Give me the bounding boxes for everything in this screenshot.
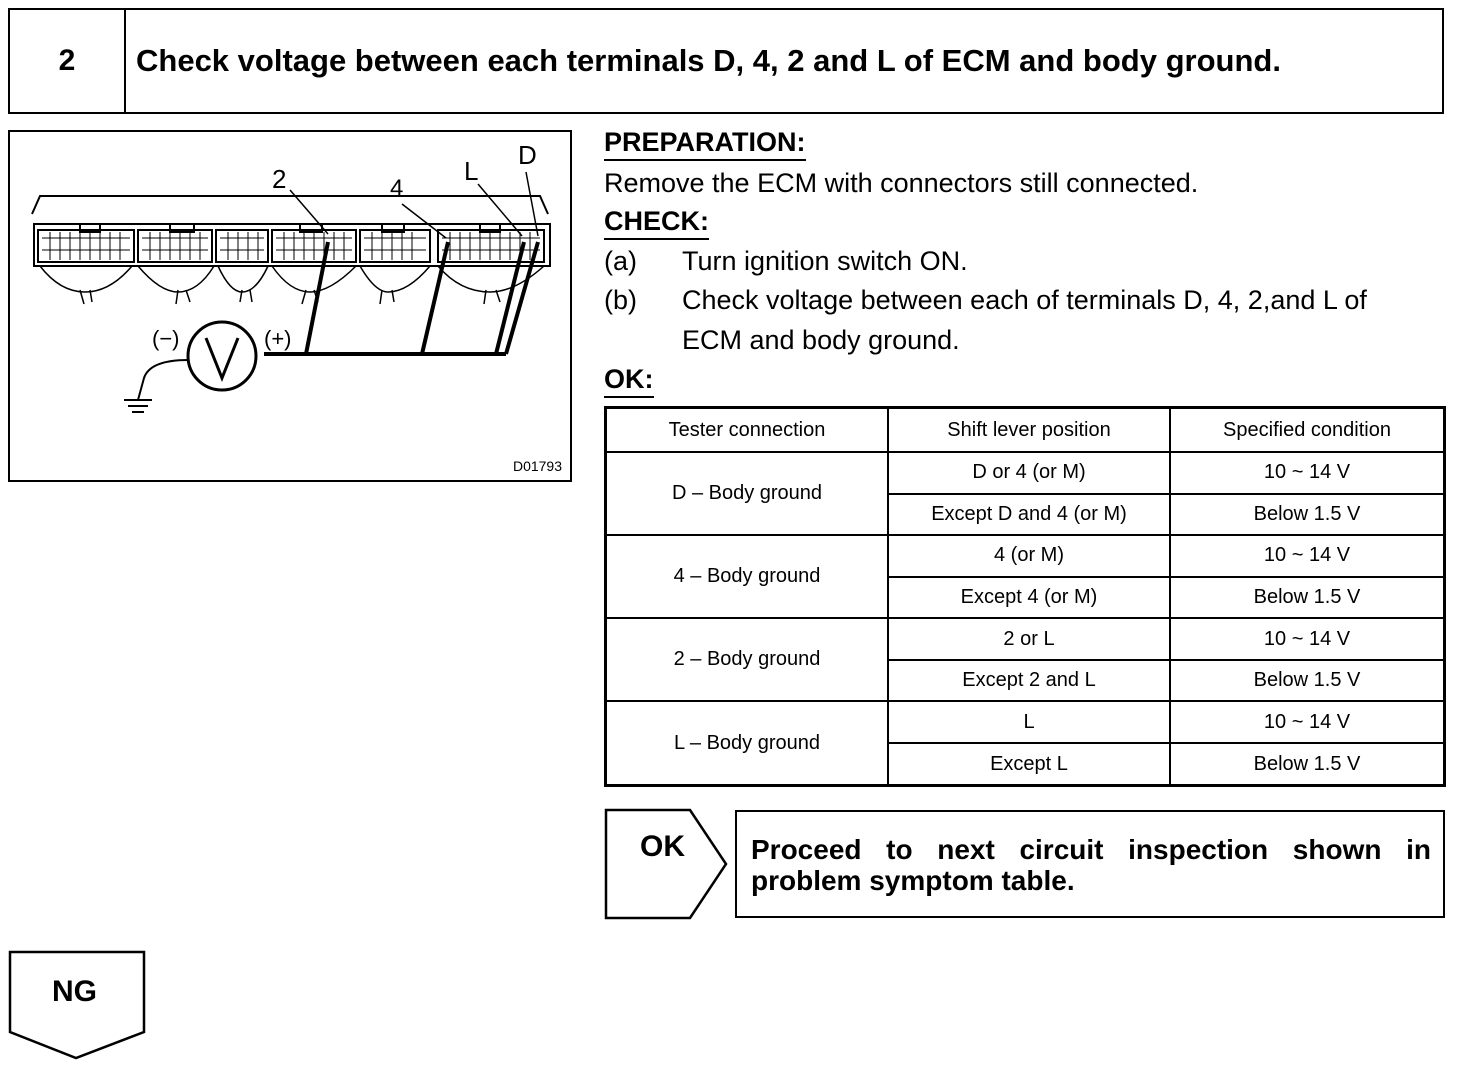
check-step-text: Check voltage between each of terminals … <box>682 285 1367 315</box>
terminal-label-4: 4 <box>390 175 403 202</box>
check-step-marker: (a) <box>604 246 637 276</box>
condition-cell: 10 ~ 14 V <box>1169 700 1446 745</box>
condition-cell: Below 1.5 V <box>1169 575 1446 620</box>
shift-position-cell: Except D and 4 (or M) <box>887 492 1171 537</box>
ng-label: NG <box>52 975 97 1008</box>
condition-cell: Below 1.5 V <box>1169 492 1446 537</box>
shift-position-cell: Except L <box>887 742 1171 787</box>
check-step-text: Turn ignition switch ON. <box>682 246 968 276</box>
table-row: Except L Below 1.5 V <box>606 742 1446 787</box>
table-row: D – Body ground D or 4 (or M) 10 ~ 14 V <box>604 450 1446 537</box>
column-header: Specified condition <box>1169 406 1446 453</box>
ng-arrow-tag <box>8 950 146 1060</box>
condition-cell: 10 ~ 14 V <box>1169 451 1446 495</box>
ok-heading: OK: <box>604 364 654 398</box>
shift-position-cell: D or 4 (or M) <box>887 451 1171 495</box>
terminal-label-2: 2 <box>272 164 286 194</box>
tester-connection-cell: D – Body ground <box>604 450 889 537</box>
condition-cell: Below 1.5 V <box>1169 742 1446 787</box>
shift-position-cell: L <box>887 700 1171 745</box>
table-header-row: Tester connection Shift lever position S… <box>604 406 1446 453</box>
preparation-heading: PREPARATION: <box>604 127 806 161</box>
shift-position-cell: Except 4 (or M) <box>887 575 1171 620</box>
tester-connection-cell: 4 – Body ground <box>604 534 889 620</box>
table-row: Except 2 and L Below 1.5 V <box>606 658 1446 703</box>
step-header: 2 Check voltage between each terminals D… <box>8 8 1444 114</box>
ecm-connector-illustration: 2 4 L D (−) (+) <box>31 140 551 413</box>
terminal-label-l: L <box>464 156 478 186</box>
condition-cell: 10 ~ 14 V <box>1169 534 1446 578</box>
shift-position-cell: 2 or L <box>887 617 1171 661</box>
step-number: 2 <box>10 10 126 112</box>
shift-position-cell: Except 2 and L <box>887 658 1171 703</box>
shift-position-cell: 4 (or M) <box>887 534 1171 578</box>
check-step-marker: (b) <box>604 285 637 315</box>
condition-cell: Below 1.5 V <box>1169 658 1446 703</box>
check-step-text: ECM and body ground. <box>682 325 960 355</box>
check-heading: CHECK: <box>604 206 709 240</box>
tester-connection-cell: 2 – Body ground <box>604 617 889 703</box>
meter-minus-label: (−) <box>152 326 180 351</box>
spec-table: Tester connection Shift lever position S… <box>604 406 1446 787</box>
meter-plus-label: (+) <box>264 326 292 351</box>
table-row: 4 – Body ground 4 (or M) 10 ~ 14 V <box>604 534 1446 620</box>
ok-result-box: Proceed to next circuit inspection shown… <box>735 810 1445 918</box>
terminal-label-d: D <box>518 140 537 170</box>
table-row: Except 4 (or M) Below 1.5 V <box>606 575 1446 620</box>
table-row: L – Body ground L 10 ~ 14 V <box>604 700 1446 787</box>
condition-cell: 10 ~ 14 V <box>1169 617 1446 661</box>
preparation-text: Remove the ECM with connectors still con… <box>604 168 1199 198</box>
table-row: Except D and 4 (or M) Below 1.5 V <box>606 492 1446 537</box>
column-header: Tester connection <box>604 406 889 453</box>
ok-label: OK <box>640 830 685 863</box>
column-header: Shift lever position <box>887 406 1171 453</box>
tester-connection-cell: L – Body ground <box>604 700 889 787</box>
ecm-diagram: 2 4 L D (−) (+) D01793 <box>8 130 572 482</box>
table-row: 2 – Body ground 2 or L 10 ~ 14 V <box>604 617 1446 703</box>
step-title: Check voltage between each terminals D, … <box>136 43 1281 78</box>
ok-arrow-tag <box>604 808 728 920</box>
figure-id: D01793 <box>512 458 562 474</box>
